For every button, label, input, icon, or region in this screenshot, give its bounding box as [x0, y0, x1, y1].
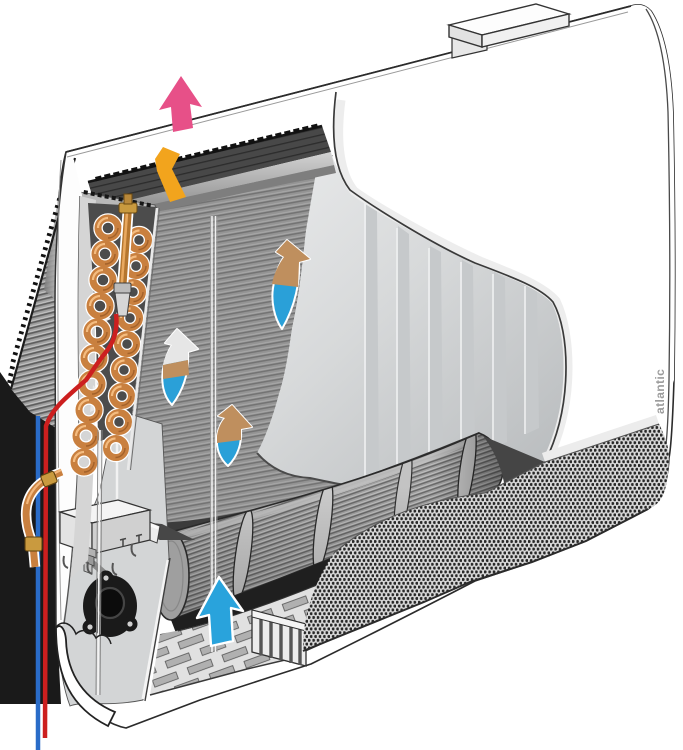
svg-text:atlantic: atlantic: [653, 369, 667, 414]
